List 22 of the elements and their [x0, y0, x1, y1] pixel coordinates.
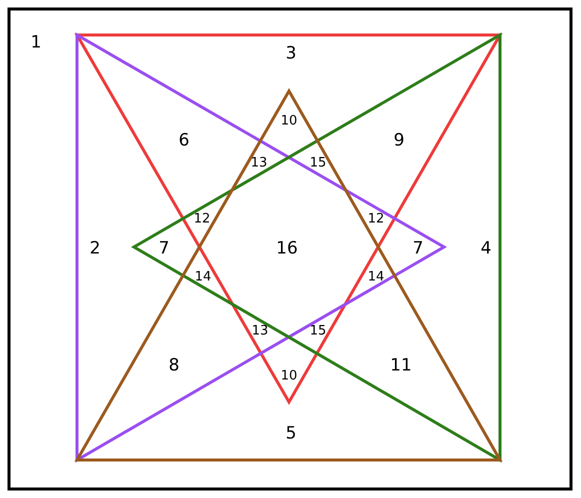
- region-number: 10: [280, 114, 298, 128]
- region-number: 7: [158, 240, 170, 258]
- region-number: 6: [178, 132, 190, 150]
- region-number: 15: [310, 156, 326, 170]
- region-number: 12: [194, 212, 210, 226]
- region-number: 8: [168, 358, 180, 374]
- region-number: 13: [252, 324, 268, 338]
- region-number: 9: [394, 132, 404, 150]
- region-number: 2: [90, 240, 100, 258]
- region-number: 5: [286, 426, 296, 442]
- region-number: 10: [280, 370, 298, 382]
- region-number: 14: [368, 270, 384, 284]
- region-number: 12: [368, 212, 384, 226]
- region-number: 3: [286, 46, 296, 62]
- region-number: 15: [310, 324, 326, 338]
- region-number: 13: [250, 156, 268, 170]
- region-number: 14: [194, 270, 212, 284]
- region-number: 1: [30, 34, 42, 52]
- region-number: 4: [480, 240, 492, 258]
- region-number: 16: [276, 240, 298, 258]
- region-number: 11: [390, 358, 412, 374]
- region-number: 7: [412, 240, 424, 258]
